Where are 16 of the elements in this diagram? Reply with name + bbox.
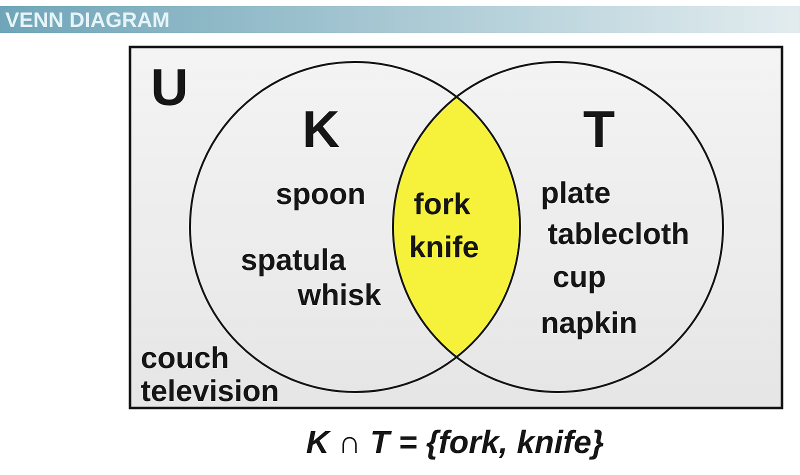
item-label: plate [542, 181, 610, 210]
item-label: tablecloth [548, 222, 688, 244]
formula-caption: K ∩ T = {fork, knife} [306, 430, 604, 460]
item-label: napkin [542, 311, 636, 340]
item-label: spatula [242, 248, 346, 276]
item-label: television [141, 379, 278, 402]
item-label: fork [414, 192, 470, 214]
set-letter: T [584, 111, 614, 147]
title-banner: VENN DIAGRAM [0, 6, 800, 33]
item-label: whisk [298, 283, 382, 306]
set-letter: U [154, 69, 186, 106]
item-label: cup [554, 270, 605, 294]
set-letter: K [306, 111, 340, 147]
item-label: couch [142, 346, 228, 368]
item-label: knife [411, 235, 478, 258]
item-label: spoon [276, 188, 364, 210]
